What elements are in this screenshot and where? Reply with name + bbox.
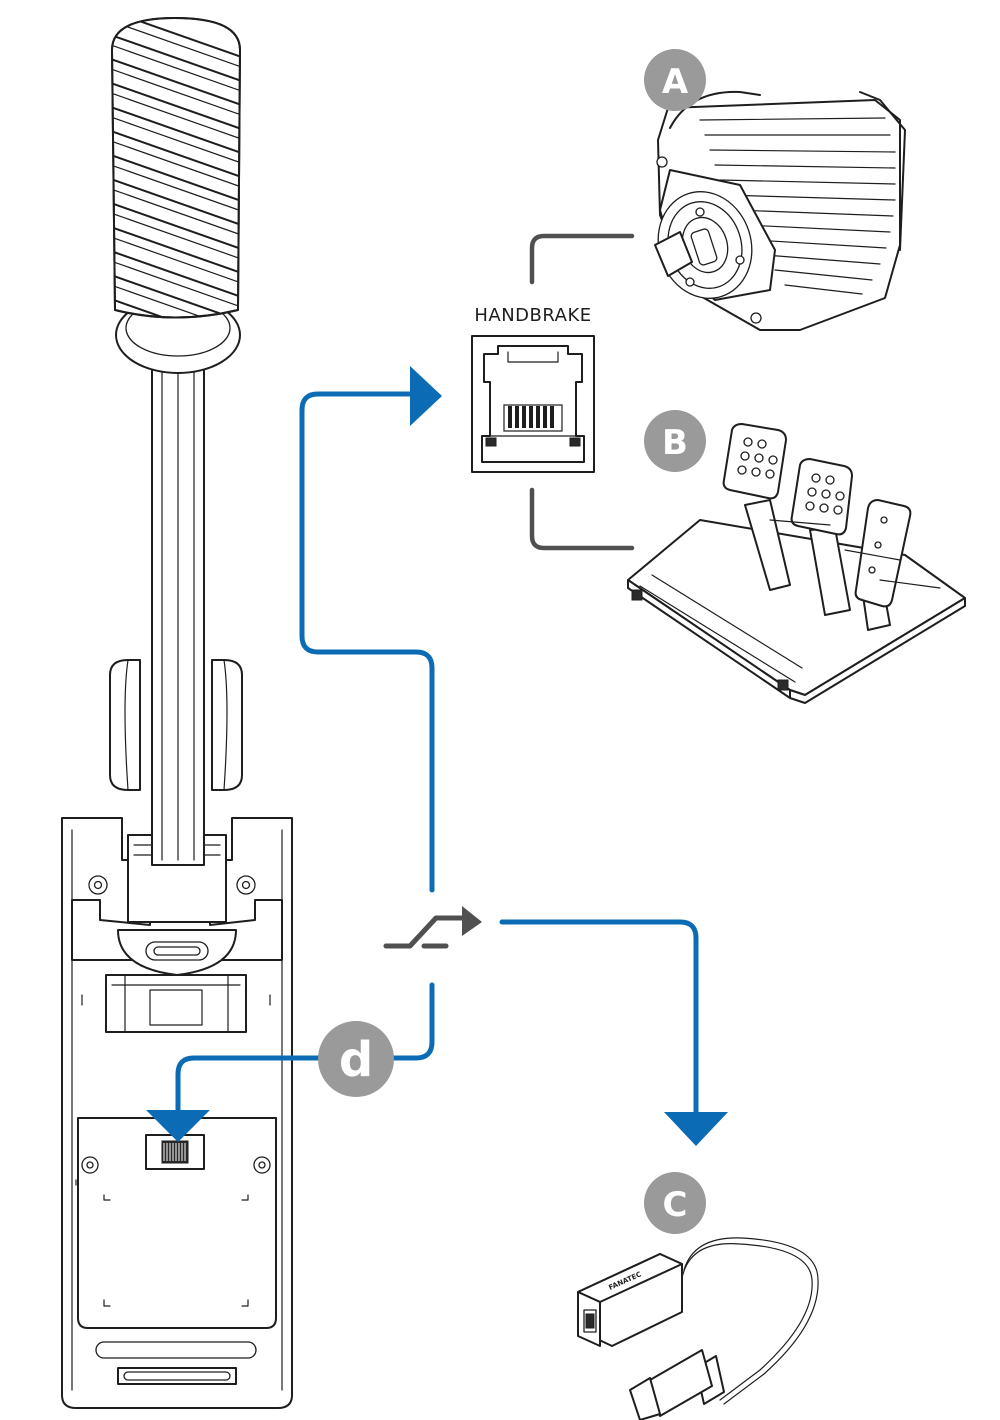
badge-d: d — [318, 1021, 394, 1097]
port-lead-bottom — [529, 487, 635, 551]
badge-b: B — [644, 410, 706, 472]
svg-text:d: d — [339, 1032, 373, 1088]
to-base-arrow-head — [146, 1110, 210, 1142]
svg-text:C: C — [663, 1185, 688, 1225]
to-adapter-line — [499, 919, 699, 1115]
handbrake-port-label: HANDBRAKE — [474, 305, 591, 326]
to-adapter-arrow-head — [664, 1112, 728, 1146]
base-rj-port — [145, 1134, 205, 1170]
svg-text:A: A — [662, 62, 689, 102]
wheel-base-motor — [654, 90, 906, 331]
to-port-line — [299, 391, 435, 893]
connection-lines — [146, 366, 728, 1146]
svg-text:B: B — [662, 423, 688, 463]
handbrake-device — [61, 17, 293, 1409]
badge-a: A — [644, 49, 706, 111]
usb-adapter: FANATEC — [577, 1237, 819, 1420]
pedal-set — [627, 423, 966, 704]
to-port-arrow-head — [410, 366, 442, 426]
to-base-line — [175, 982, 435, 1115]
toggle-switch-icon — [383, 906, 482, 949]
rj-port-icon: HANDBRAKE — [471, 305, 595, 473]
badge-c: C — [644, 1172, 706, 1234]
port-lead-top — [529, 233, 635, 285]
